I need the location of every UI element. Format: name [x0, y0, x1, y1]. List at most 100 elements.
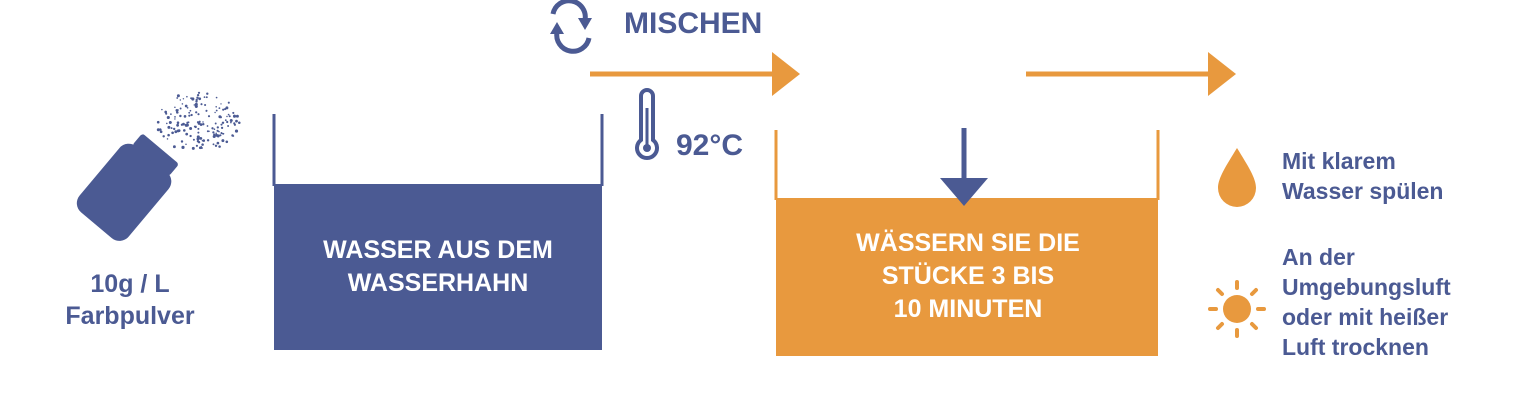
powder-particle	[232, 111, 235, 114]
powder-particle	[232, 135, 235, 137]
powder-particle	[221, 139, 225, 143]
powder-particle	[192, 138, 195, 141]
powder-particle	[198, 120, 201, 123]
powder-particle	[166, 115, 170, 120]
powder-particle	[230, 121, 232, 124]
powder-particle	[220, 126, 224, 130]
powder-particle	[214, 144, 218, 148]
powder-particle	[197, 127, 200, 130]
powder-particle	[188, 114, 191, 117]
powder-particle	[216, 141, 220, 145]
dry-line-1: An der	[1282, 244, 1355, 270]
powder-particle	[202, 139, 206, 142]
powder-particle	[214, 111, 216, 114]
powder-particle	[185, 143, 187, 145]
powder-particle	[205, 109, 208, 112]
powder-particle	[225, 140, 229, 144]
powder-particle	[179, 114, 182, 118]
powder-particle	[159, 128, 162, 130]
powder-particle	[212, 143, 215, 146]
powder-particle	[212, 131, 215, 134]
powder-particle	[197, 131, 200, 134]
powder-particle	[174, 106, 176, 109]
powder-particle	[205, 96, 208, 99]
powder-particle	[179, 107, 182, 110]
powder-particle	[226, 120, 229, 124]
powder-particle	[233, 123, 236, 126]
powder-particle	[176, 121, 180, 124]
powder-particle	[220, 123, 223, 126]
powder-particle	[195, 111, 198, 114]
powder-particle	[238, 121, 241, 124]
powder-particle	[213, 128, 216, 131]
powder-particle	[202, 123, 205, 126]
soak-line-2: STÜCKE 3 BIS	[881, 261, 1055, 290]
powder-particle	[202, 121, 204, 123]
powder-particle	[167, 125, 171, 129]
powder-particle	[231, 119, 233, 122]
tap-water-text: WASSER AUS DEM WASSERHAHN	[274, 184, 602, 350]
tap-water-line-1: WASSER AUS DEM	[323, 236, 553, 264]
powder-particle	[199, 137, 203, 140]
powder-particle	[203, 96, 206, 98]
powder-particle	[198, 97, 202, 101]
powder-particle	[196, 121, 200, 124]
powder-particle	[216, 126, 219, 129]
powder-particle	[166, 138, 169, 140]
dry-line-2: Umgebungsluft	[1282, 274, 1451, 300]
dry-line-3: oder mit heißer	[1282, 304, 1449, 330]
powder-particle	[227, 113, 230, 116]
powder-bottle-icon	[76, 91, 241, 241]
powder-particle	[189, 127, 193, 130]
thermometer-icon	[635, 88, 659, 160]
rinse-line-2: Wasser spülen	[1282, 178, 1444, 204]
powder-particle	[179, 99, 182, 101]
powder-particle	[196, 96, 199, 99]
powder-particle	[198, 146, 202, 150]
rinse-line-1: Mit klarem	[1282, 148, 1396, 174]
tap-water-line-2: WASSERHAHN	[347, 269, 529, 297]
powder-particle	[182, 98, 185, 100]
powder-particle	[206, 125, 209, 127]
powder-particle	[221, 133, 224, 135]
powder-particle	[180, 123, 184, 126]
powder-particle	[185, 123, 189, 127]
dosage-substance: Farbpulver	[65, 302, 195, 330]
powder-particle	[170, 113, 172, 115]
powder-particle	[181, 103, 184, 105]
powder-particle	[173, 127, 176, 131]
powder-particle	[193, 125, 196, 128]
powder-particle	[162, 135, 165, 138]
powder-particle	[212, 134, 216, 139]
soak-text: WÄSSERN SIE DIE STÜCKE 3 BIS 10 MINUTEN	[778, 198, 1158, 354]
powder-particle	[189, 134, 192, 138]
powder-particle	[166, 122, 168, 125]
powder-particle	[164, 110, 168, 114]
powder-particle	[196, 93, 200, 97]
powder-particle	[195, 144, 198, 147]
soak-line-3: 10 MINUTEN	[893, 294, 1043, 323]
powder-particle	[194, 102, 198, 106]
powder-particle	[190, 113, 193, 117]
powder-particle	[215, 133, 219, 137]
powder-particle	[196, 140, 200, 143]
arrow-next	[1026, 52, 1236, 96]
powder-particle	[218, 145, 221, 148]
powder-particle	[197, 113, 200, 116]
powder-particle	[220, 103, 222, 105]
powder-particle	[216, 129, 219, 132]
mix-label: MISCHEN	[624, 7, 763, 40]
powder-particle	[174, 130, 178, 134]
powder-particle	[225, 106, 229, 110]
powder-particle	[180, 140, 184, 143]
powder-particle	[159, 130, 163, 134]
powder-particle	[169, 121, 172, 124]
powder-particle	[218, 130, 220, 133]
powder-particle	[172, 145, 176, 149]
powder-particle	[191, 146, 195, 150]
powder-particle	[234, 129, 239, 133]
powder-particle	[176, 97, 179, 99]
powder-particle	[174, 116, 176, 118]
powder-particle	[176, 129, 180, 133]
